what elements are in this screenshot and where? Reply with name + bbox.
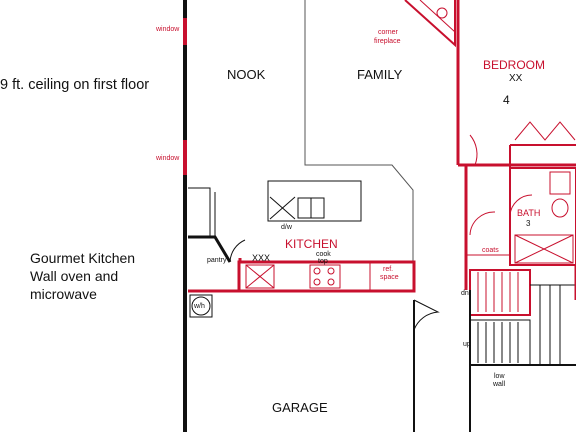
wh-label: w/h [193, 303, 205, 310]
bedroom-door [469, 134, 478, 166]
dn-label: dn [461, 290, 469, 297]
room-label-family: FAMILY [357, 67, 403, 82]
corner-fireplace [404, 0, 456, 48]
up-label: up [463, 341, 471, 348]
bath-tub [514, 234, 574, 264]
bath-number: 3 [526, 219, 531, 228]
stairs-up [469, 319, 531, 366]
kitchen-features-note: Gourmet Kitchen Wall oven and microwave [30, 249, 180, 303]
coats-closet-door [469, 211, 496, 236]
closet-doors [514, 121, 576, 141]
corner-label: corner [378, 29, 399, 36]
pantry-door [229, 239, 246, 263]
family-room-boundary [304, 0, 414, 290]
garage-door-swing [413, 299, 440, 331]
kitchen-island [267, 180, 362, 222]
bedroom-number: 4 [503, 93, 510, 107]
bath-door [509, 194, 533, 216]
room-label-garage: GARAGE [272, 400, 328, 415]
coats-label: coats [482, 247, 499, 254]
wall-oven [245, 264, 275, 289]
fireplace-label: fireplace [374, 38, 401, 45]
mud-room-wall [188, 187, 211, 237]
toilet [549, 171, 571, 195]
kitchen-note-line-3: microwave [30, 286, 97, 302]
cook-top [309, 264, 341, 289]
kitchen-note-line-2: Wall oven and [30, 268, 119, 284]
water-heater [189, 294, 213, 318]
room-label-nook: NOOK [227, 67, 266, 82]
kitchen-note-line-1: Gourmet Kitchen [30, 250, 136, 266]
window-label-mid: window [155, 155, 180, 162]
xxx-label: XXX [252, 253, 270, 263]
dw-label: d/w [281, 224, 293, 231]
fireplace-symbol [436, 7, 448, 19]
bath-room [509, 167, 576, 266]
ceiling-note: 9 ft. ceiling on first floor [0, 77, 150, 93]
room-label-bedroom: BEDROOM [483, 58, 545, 72]
low-label: low [494, 373, 505, 380]
room-label-bath: BATH [517, 208, 540, 218]
cook-label: cook [316, 251, 331, 258]
window-label-top: window [155, 26, 180, 33]
top-label: top [318, 258, 328, 265]
room-label-kitchen: KITCHEN [285, 237, 338, 251]
wall-label: wall [492, 381, 506, 388]
bedroom-xx: XX [509, 73, 523, 84]
pantry-label: pantry [207, 257, 227, 264]
stairs-down [469, 269, 531, 316]
space-label: space [380, 274, 399, 281]
ref-label: ref. [383, 266, 393, 273]
